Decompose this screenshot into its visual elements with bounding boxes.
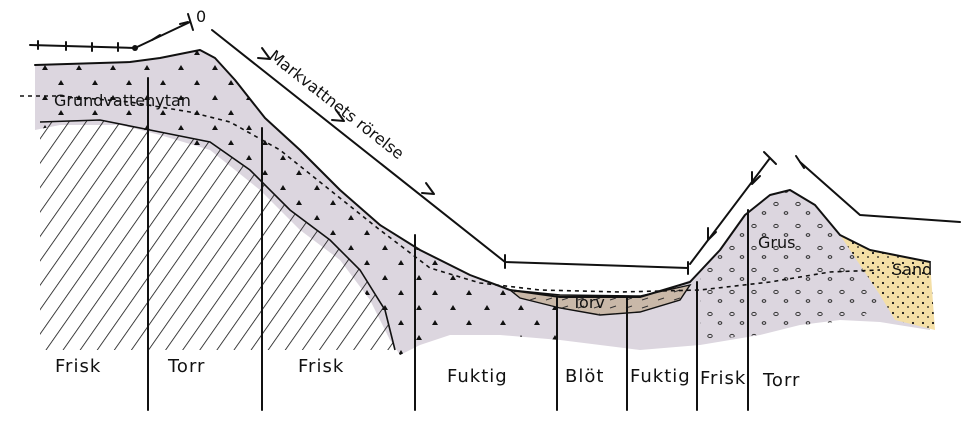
groundwater-label: Grundvattenytan [54, 91, 191, 110]
survey-line [30, 14, 193, 51]
zone-label: Frisk [298, 356, 344, 377]
zone-label: Torr [762, 370, 800, 391]
gravel-deposit [700, 190, 880, 340]
zone-label: Torr [167, 356, 205, 377]
zone-label: Blöt [565, 366, 604, 387]
zone-label: Fuktig [630, 366, 691, 387]
gravel-label: Grus [758, 233, 795, 252]
sand-label: Sand [892, 260, 932, 279]
zone-label: Frisk [55, 356, 101, 377]
zero-label: 0 [196, 7, 206, 26]
zone-label: Frisk [700, 368, 746, 389]
zone-label: Fuktig [447, 366, 508, 387]
peat-label: Torv [571, 293, 605, 312]
